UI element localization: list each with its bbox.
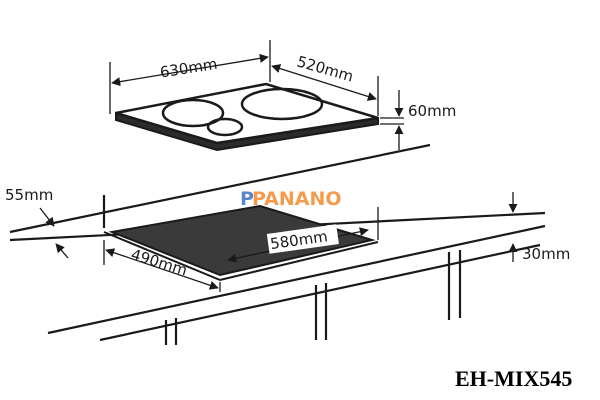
brand-watermark: P PANANO: [240, 188, 342, 210]
hob-unit: [115, 82, 379, 152]
margin-arrow-top: [39, 207, 55, 227]
clearance-label: 30mm: [522, 245, 570, 263]
cooking-zone-left: [161, 98, 225, 128]
depth-label: 520mm: [295, 52, 356, 85]
cabinet-legs: [164, 250, 462, 345]
hob-dimensions: [109, 40, 404, 150]
model-number: EH-MIX545: [455, 366, 572, 391]
watermark-text: PANANO: [252, 188, 342, 210]
width-label: 630mm: [159, 55, 219, 82]
height-label: 60mm: [408, 102, 456, 120]
hob-top-glass: [115, 82, 379, 145]
width-dimension-line: [111, 53, 269, 87]
margin-arrow-bottom: [55, 243, 69, 259]
cutout-depth-line: [105, 248, 219, 290]
margin-label: 55mm: [5, 186, 53, 204]
watermark-prefix: P: [240, 188, 254, 210]
cooking-zone-small: [206, 117, 244, 137]
depth-dimension-line: [271, 64, 377, 101]
